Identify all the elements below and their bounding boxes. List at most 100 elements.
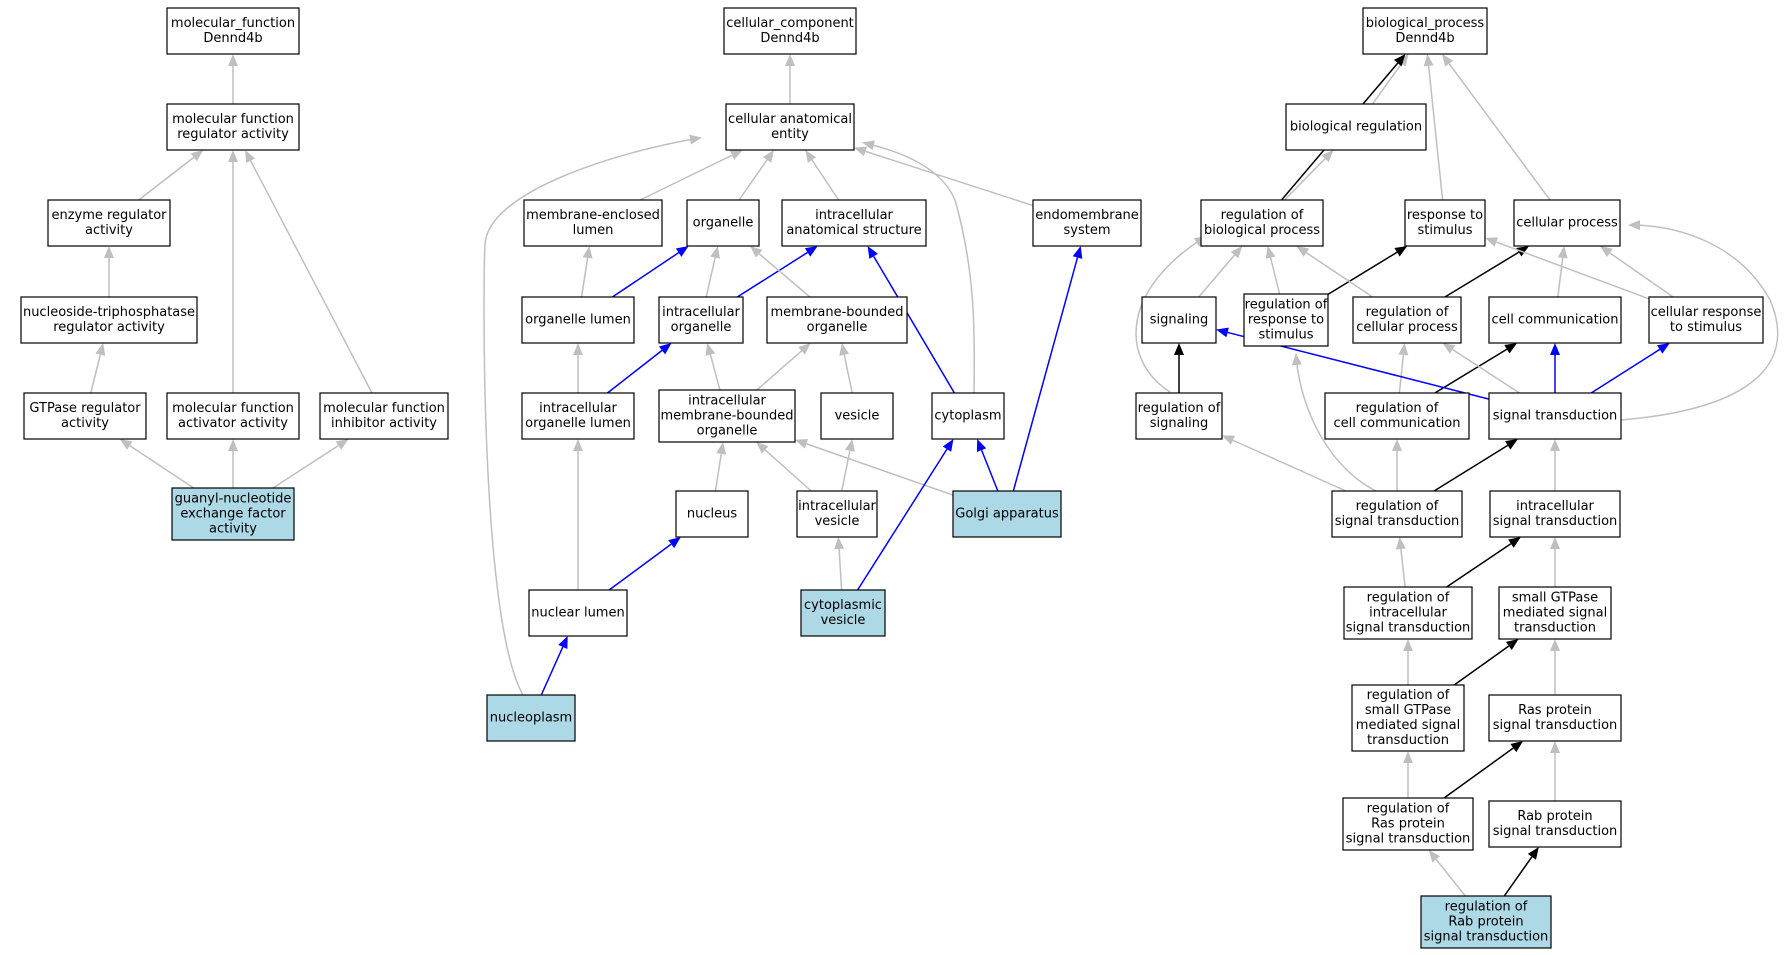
edge-arrowhead xyxy=(1230,246,1243,259)
node-label-line: signal transduction xyxy=(1335,514,1460,529)
edge-arrowhead xyxy=(942,439,954,452)
go-term-node-signaling[interactable]: signaling xyxy=(1141,296,1217,344)
edge-reg_sig_trans-to-reg_resp_stim xyxy=(1291,353,1381,494)
node-label-line: organelle xyxy=(693,216,754,231)
node-box xyxy=(723,7,857,55)
node-box xyxy=(47,199,171,247)
edge-resp_stimulus-to-bp_root xyxy=(1423,54,1444,201)
node-box xyxy=(1488,800,1622,848)
edge-line xyxy=(1444,251,1520,298)
edge-mem_enclosed_lumen-to-cae xyxy=(639,150,743,201)
edge-arrowhead xyxy=(804,246,818,257)
node-label-line: to stimulus xyxy=(1670,320,1742,335)
edge-intra_org_lumen-to-organelle_lumen xyxy=(573,343,583,393)
edge-reg_rab-to-rab_sig xyxy=(1503,847,1539,897)
edge-arrowhead xyxy=(976,439,987,452)
edge-nuclear_lumen-to-intra_org_lumen xyxy=(573,439,583,590)
go-term-node-nucleoplasm[interactable]: nucleoplasm xyxy=(486,694,576,742)
edge-mem_bounded_org-to-organelle xyxy=(750,246,811,298)
go-term-node-organelle[interactable]: organelle xyxy=(686,199,760,247)
edge-curve xyxy=(483,137,701,696)
node-box xyxy=(528,589,628,637)
go-term-node-bio-regulation[interactable]: biological regulation xyxy=(1285,103,1427,151)
edge-reg_ras-to-reg_small_gtpase xyxy=(1403,751,1413,798)
go-term-node-organelle-lumen[interactable]: organelle lumen xyxy=(521,296,635,344)
edge-arrowhead xyxy=(1216,327,1229,338)
go-term-node-cell-process[interactable]: cellular process xyxy=(1513,199,1621,247)
go-term-node-cell-comm[interactable]: cell communication xyxy=(1488,296,1622,344)
node-label-line: regulation of xyxy=(1445,900,1528,915)
node-box xyxy=(1135,392,1223,440)
edge-enzyme_regulator-to-mf_regulator xyxy=(138,150,204,201)
edge-small_gtpase_sig-to-intra_sig_trans xyxy=(1550,537,1560,587)
node-label-line: nucleoplasm xyxy=(490,711,572,726)
edge-arrowhead xyxy=(795,439,808,449)
node-box xyxy=(521,296,635,344)
go-term-node-golgi[interactable]: Golgi apparatus xyxy=(952,490,1062,538)
go-term-node-sig-trans[interactable]: signal transduction xyxy=(1488,392,1622,440)
node-box xyxy=(23,392,147,440)
edge-arrowhead xyxy=(1398,343,1409,356)
edge-arrowhead xyxy=(1550,741,1560,753)
edge-arrowhead xyxy=(1599,246,1613,257)
edge-cell_comm-to-cell_process xyxy=(1557,246,1568,298)
go-term-node-nuclear-lumen[interactable]: nuclear lumen xyxy=(528,589,628,637)
node-label-line: intracellular xyxy=(662,305,740,320)
edge-ras_sig-to-small_gtpase_sig xyxy=(1550,639,1560,695)
node-box xyxy=(171,487,295,541)
node-label-line: intracellular xyxy=(539,401,617,416)
edge-mf_regulator-to-mf_root xyxy=(228,54,238,104)
node-box xyxy=(523,199,663,247)
go-term-node-nucleus[interactable]: nucleus xyxy=(675,490,749,538)
node-box xyxy=(1243,293,1329,347)
edge-line xyxy=(843,354,853,394)
go-term-node-cytoplasm[interactable]: cytoplasm xyxy=(931,392,1005,440)
node-label-line: regulation of xyxy=(1356,401,1439,416)
node-box xyxy=(1513,199,1621,247)
edge-intra_org_lumen-to-intra_organelle xyxy=(607,343,672,394)
edge-cell_process-to-bp_root xyxy=(1442,54,1551,201)
go-term-node-vesicle[interactable]: vesicle xyxy=(820,392,894,440)
node-box xyxy=(796,490,878,538)
edge-arrowhead xyxy=(798,343,811,355)
edge-gnef-to-mf_inhibitor xyxy=(272,439,349,489)
edge-line xyxy=(1012,257,1079,492)
edge-line xyxy=(1400,548,1406,588)
